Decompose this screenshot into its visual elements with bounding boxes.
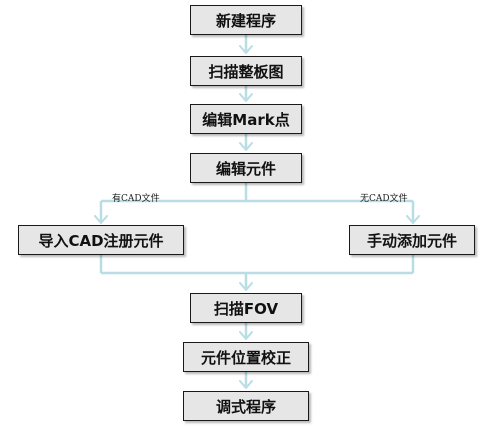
branch-label-without-cad: 无CAD文件 — [360, 191, 408, 204]
node-scan-fov: 扫描FOV — [190, 293, 302, 323]
node-import-cad: 导入CAD注册元件 — [18, 225, 184, 255]
node-edit-components: 编辑元件 — [190, 153, 302, 183]
node-scan-board: 扫描整板图 — [190, 56, 302, 86]
node-edit-mark: 编辑Mark点 — [190, 104, 302, 134]
branch-label-with-cad: 有CAD文件 — [112, 191, 160, 204]
node-manual-add: 手动添加元件 — [349, 225, 475, 255]
node-new-program: 新建程序 — [190, 5, 302, 35]
node-debug-program: 调式程序 — [183, 391, 309, 421]
node-position-correction: 元件位置校正 — [183, 342, 309, 372]
